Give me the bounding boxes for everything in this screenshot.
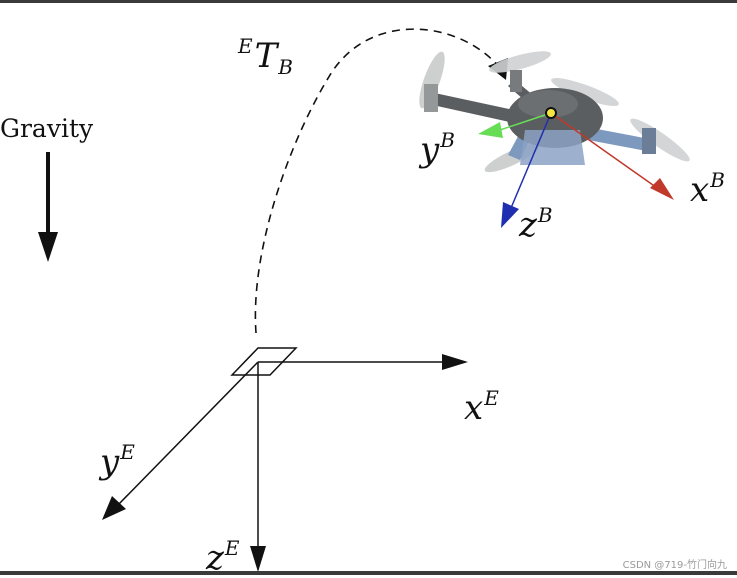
quadrotor-drone xyxy=(419,51,690,173)
body-origin-dot xyxy=(545,107,557,119)
body-y-axis xyxy=(499,112,552,131)
transform-arc xyxy=(254,28,508,334)
body-y-label: yB xyxy=(420,128,455,170)
earth-x-label: xE xyxy=(464,386,499,428)
watermark: CSDN @719-竹门向九 xyxy=(622,560,727,571)
bottom-border xyxy=(0,571,737,575)
earth-z-label: zE xyxy=(206,536,240,578)
body-z-label: zB xyxy=(519,203,553,245)
gravity-arrow xyxy=(38,152,58,262)
earth-y-label: yE xyxy=(100,440,135,482)
earth-frame xyxy=(102,347,468,572)
body-z-axis xyxy=(510,112,552,209)
top-border xyxy=(0,0,737,3)
body-x-axis xyxy=(550,112,661,191)
body-x-label: xB xyxy=(690,168,725,210)
gravity-label: Gravity xyxy=(0,114,94,143)
earth-y-axis xyxy=(115,361,259,508)
body-frame xyxy=(478,107,674,228)
transform-label: ETB xyxy=(238,34,293,79)
